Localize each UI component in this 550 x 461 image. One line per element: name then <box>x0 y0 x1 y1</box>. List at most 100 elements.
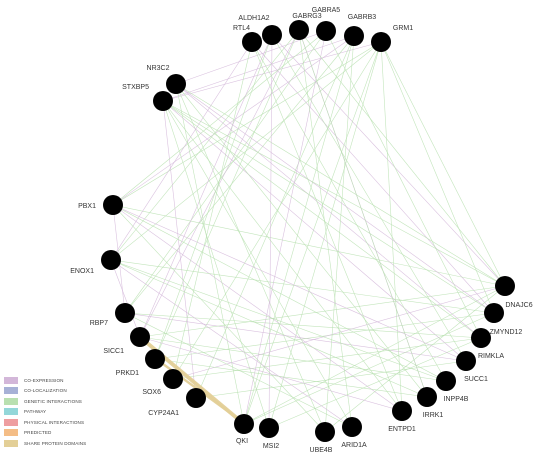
edge-arid1a-enox1 <box>110 259 353 428</box>
node-label-gabrb3: GABRB3 <box>348 14 377 21</box>
edge-cyp24a1-gabrb3 <box>195 35 355 399</box>
node-label-nr3c2: NR3C2 <box>147 65 170 72</box>
legend-label: SHARE PROTEIN DOMAINS <box>24 440 87 446</box>
node-label-inpp4b: INPP4B <box>444 396 469 403</box>
node-entpd1[interactable] <box>392 401 412 421</box>
network-edges <box>110 29 506 433</box>
node-label-rbp7: RBP7 <box>90 320 108 327</box>
edge-enox1-sicc1 <box>110 259 141 338</box>
node-rimkla[interactable] <box>471 328 491 348</box>
legend-item: PREDICTED <box>4 428 114 439</box>
node-label-qki: QKI <box>236 438 248 445</box>
edge-dnajc6-grm1 <box>380 41 506 287</box>
edge-enox1-rtl4 <box>110 41 253 261</box>
legend-label: PREDICTED <box>24 430 52 436</box>
node-arid1a[interactable] <box>342 417 362 437</box>
edge-dnajc6-gabrg3 <box>298 29 506 287</box>
node-enox1[interactable] <box>101 250 121 270</box>
legend-item: PATHWAY <box>4 407 114 418</box>
edge-irrk1-nr3c2 <box>175 83 428 398</box>
node-label-arid1a: ARID1A <box>341 442 367 449</box>
edge-gabrg3-irrk1 <box>298 29 428 398</box>
edge-gabrg3-sicc1 <box>139 29 300 338</box>
node-label-pbx1: PBX1 <box>78 203 96 210</box>
edge-sicc1-dnajc6 <box>139 285 506 338</box>
edge-nr3c2-ube4b <box>175 83 326 433</box>
node-label-ube4b: UBE4B <box>310 447 333 454</box>
node-gabrb3[interactable] <box>344 26 364 46</box>
edge-qki-gabra5 <box>243 30 327 425</box>
edge-enox1-zmynd12 <box>110 259 495 314</box>
node-irrk1[interactable] <box>417 387 437 407</box>
edge-rimkla-gabra5 <box>325 30 482 339</box>
legend-label: CO-LOCALIZATION <box>24 388 67 394</box>
node-aldh1a2[interactable] <box>262 25 282 45</box>
node-gabra5[interactable] <box>316 21 336 41</box>
edge-rimkla-stxbp5 <box>162 100 482 339</box>
edge-msi2-stxbp5 <box>162 100 270 429</box>
edge-grm1-qki <box>243 41 382 425</box>
edge-stxbp5-arid1a <box>162 100 353 428</box>
node-label-prkd1: PRKD1 <box>116 370 139 377</box>
legend-label: GENETIC INTERACTIONS <box>24 398 82 404</box>
node-sox6[interactable] <box>163 369 183 389</box>
legend-item: PHYSICAL INTERACTIONS <box>4 417 114 428</box>
node-rbp7[interactable] <box>115 303 135 323</box>
node-dnajc6[interactable] <box>495 276 515 296</box>
edge-inpp4b-enox1 <box>110 259 447 382</box>
legend-swatch <box>4 408 18 416</box>
edge-sicc1-aldh1a2 <box>139 34 273 338</box>
node-nr3c2[interactable] <box>166 74 186 94</box>
node-label-grm1: GRM1 <box>393 25 413 32</box>
node-rtl4[interactable] <box>242 32 262 52</box>
edge-gabrb3-qki <box>243 35 355 425</box>
node-qki[interactable] <box>234 414 254 434</box>
edge-nr3c2-dnajc6 <box>175 83 506 287</box>
edge-succ1-aldh1a2 <box>271 34 467 362</box>
edge-zmynd12-grm1 <box>380 41 495 314</box>
legend-swatch <box>4 429 18 437</box>
legend-swatch <box>4 397 18 405</box>
node-label-dnajc6: DNAJC6 <box>505 302 532 309</box>
node-label-rimkla: RIMKLA <box>478 353 504 360</box>
edge-arid1a-gabrg3 <box>298 29 353 428</box>
node-pbx1[interactable] <box>103 195 123 215</box>
node-gabrg3[interactable] <box>289 20 309 40</box>
legend-swatch <box>4 387 18 395</box>
node-label-aldh1a2: ALDH1A2 <box>238 15 269 22</box>
edge-qki-nr3c2 <box>175 83 245 425</box>
node-label-msi2: MSI2 <box>263 443 279 450</box>
edge-entpd1-grm1 <box>380 41 403 412</box>
node-inpp4b[interactable] <box>436 371 456 391</box>
node-prkd1[interactable] <box>145 349 165 369</box>
edge-ube4b-pbx1 <box>112 204 326 433</box>
node-label-zmynd12: ZMYND12 <box>490 329 523 336</box>
edge-sicc1-inpp4b <box>139 336 447 382</box>
node-ube4b[interactable] <box>315 422 335 442</box>
edge-inpp4b-rtl4 <box>251 41 447 382</box>
legend-swatch <box>4 418 18 426</box>
node-label-sicc1: SICC1 <box>103 348 124 355</box>
edge-rbp7-rimkla <box>124 312 482 339</box>
node-zmynd12[interactable] <box>484 303 504 323</box>
edge-pbx1-dnajc6 <box>112 204 506 287</box>
node-succ1[interactable] <box>456 351 476 371</box>
node-cyp24a1[interactable] <box>186 388 206 408</box>
edge-nr3c2-rimkla <box>175 83 482 339</box>
edge-entpd1-sicc1 <box>139 336 403 412</box>
node-msi2[interactable] <box>259 418 279 438</box>
edge-stxbp5-succ1 <box>162 100 467 362</box>
edge-aldh1a2-prkd1 <box>154 34 273 360</box>
node-label-gabrg3: GABRG3 <box>292 13 321 20</box>
edge-rtl4-entpd1 <box>251 41 403 412</box>
edge-gabrg3-enox1 <box>110 29 300 261</box>
edge-rtl4-sox6 <box>172 41 253 380</box>
node-stxbp5[interactable] <box>153 91 173 111</box>
edge-ube4b-dnajc6 <box>324 285 506 433</box>
edge-aldh1a2-dnajc6 <box>271 34 506 287</box>
edge-pbx1-gabra5 <box>112 30 327 206</box>
node-grm1[interactable] <box>371 32 391 52</box>
node-sicc1[interactable] <box>130 327 150 347</box>
